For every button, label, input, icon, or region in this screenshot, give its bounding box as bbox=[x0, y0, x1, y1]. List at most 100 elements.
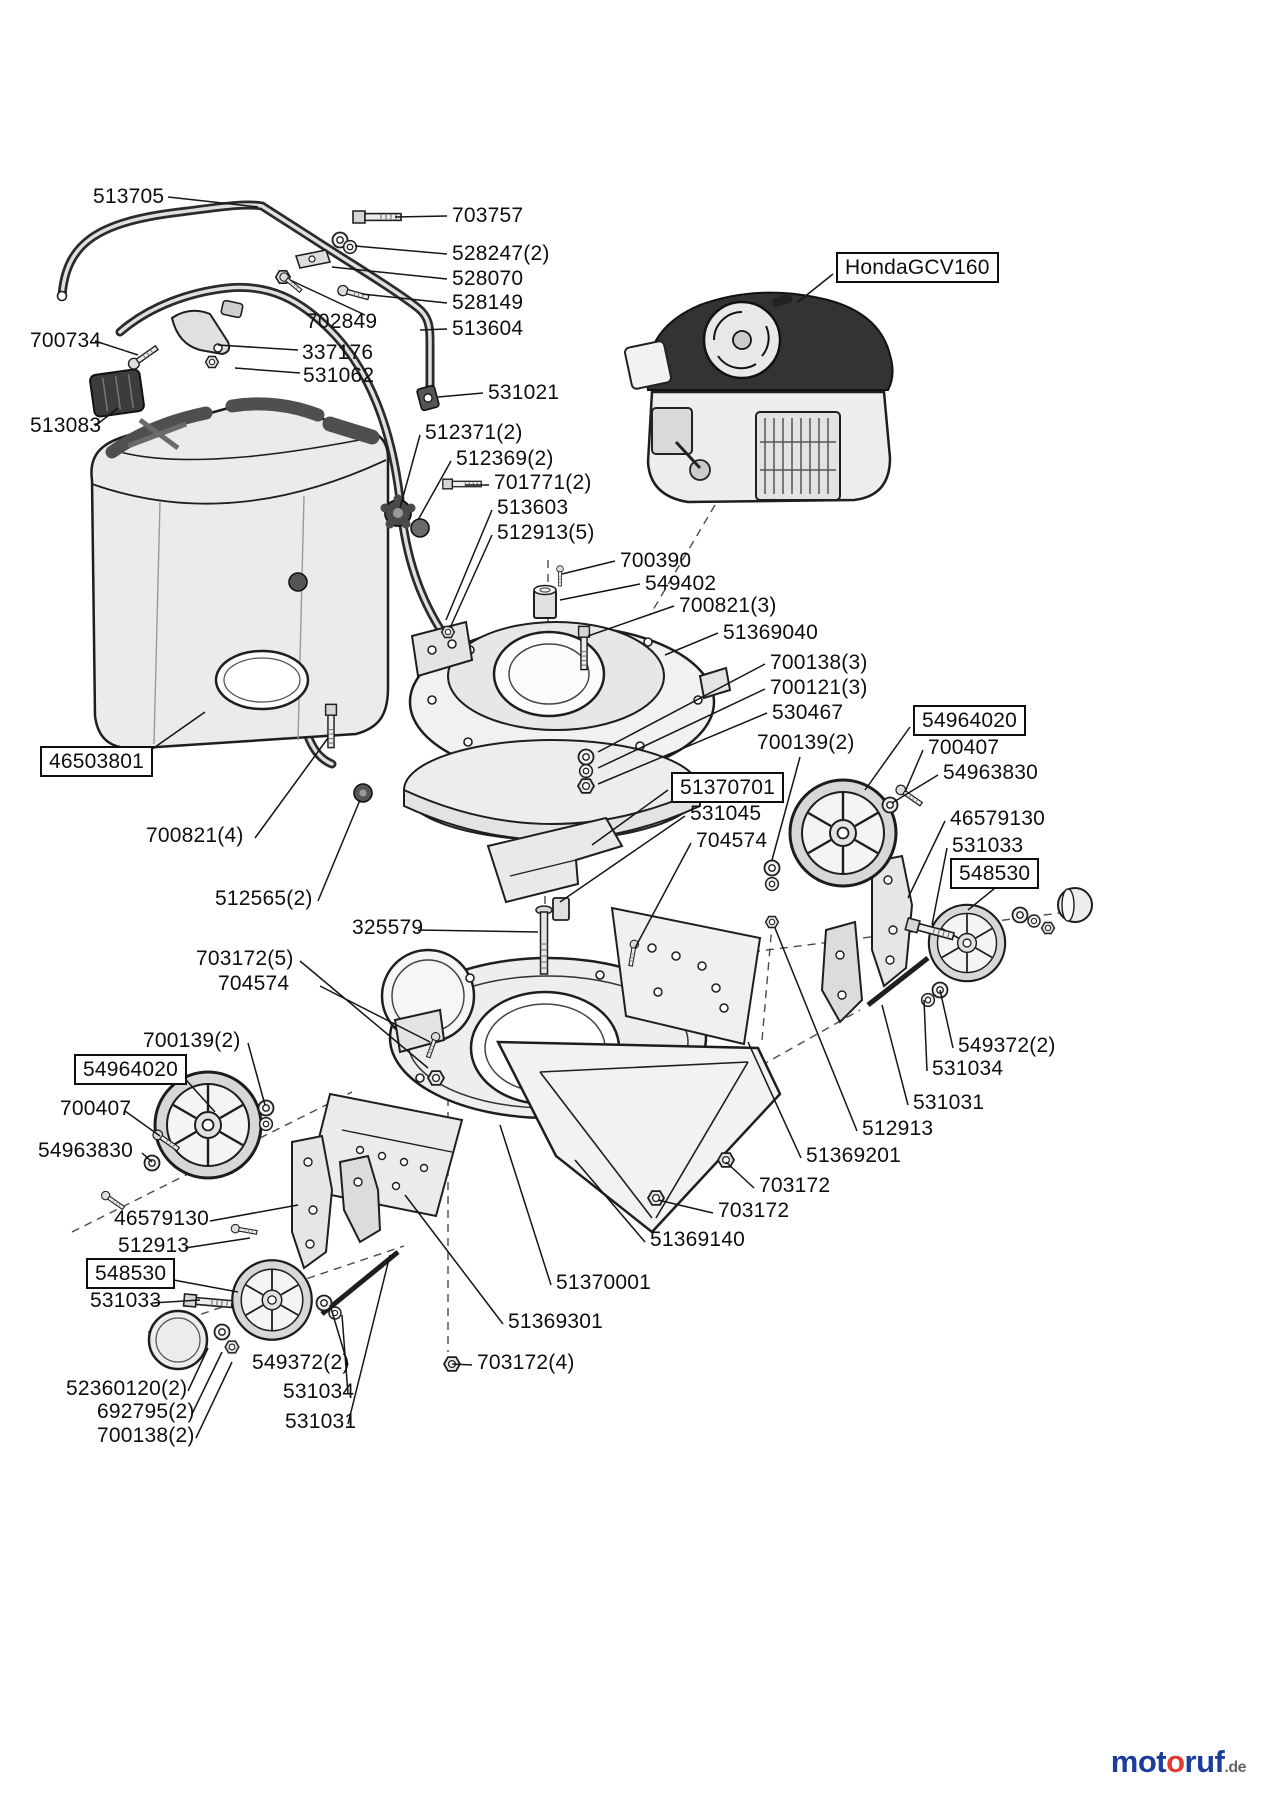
wheel-bracket-left bbox=[291, 1134, 400, 1316]
part-label: 52360120(2) bbox=[66, 1377, 188, 1400]
part-label: 512369(2) bbox=[456, 447, 554, 470]
brand-watermark: motoruf.de bbox=[1110, 1744, 1247, 1780]
axle-rod-left bbox=[320, 1250, 400, 1316]
part-label: 531034 bbox=[932, 1057, 1004, 1080]
bag-strap bbox=[225, 397, 325, 422]
part-label: 703172(5) bbox=[196, 947, 294, 970]
part-label: 531034 bbox=[283, 1380, 355, 1403]
part-label: 54964020 bbox=[74, 1054, 188, 1085]
brand-text: ruf bbox=[1184, 1744, 1225, 1779]
part-label: 700139(2) bbox=[757, 731, 855, 754]
mounting-plate bbox=[610, 906, 762, 1046]
brand-accent-letter: o bbox=[1166, 1744, 1185, 1779]
part-label: 700138(2) bbox=[97, 1424, 195, 1447]
spacer-531045 bbox=[552, 897, 570, 921]
part-label: 549372(2) bbox=[252, 1351, 350, 1374]
part-label: 513705 bbox=[93, 185, 165, 208]
part-label: 704574 bbox=[696, 829, 768, 852]
handle-grip bbox=[89, 368, 145, 418]
carburetor bbox=[689, 459, 711, 481]
part-label: 531033 bbox=[90, 1289, 162, 1312]
wheel-front-right bbox=[927, 903, 1007, 983]
grass-bag bbox=[90, 397, 390, 750]
part-label: 512565(2) bbox=[215, 887, 313, 910]
part-label: 51370701 bbox=[671, 772, 785, 803]
spacer-549402 bbox=[533, 584, 557, 619]
part-label: 700139(2) bbox=[143, 1029, 241, 1052]
part-label: 54963830 bbox=[943, 761, 1039, 784]
part-label: 704574 bbox=[218, 972, 290, 995]
hardware bbox=[99, 210, 1093, 1372]
part-label: 54963830 bbox=[38, 1139, 134, 1162]
part-label: 512913 bbox=[118, 1234, 190, 1257]
leader-lines bbox=[94, 196, 1001, 1439]
engine bbox=[624, 291, 894, 504]
long-bolt-325579 bbox=[535, 905, 553, 975]
part-label: 513603 bbox=[497, 496, 569, 519]
part-label: 702849 bbox=[306, 310, 378, 333]
part-label: 692795(2) bbox=[97, 1400, 195, 1423]
tube-end-cap bbox=[56, 290, 68, 302]
part-label: 700390 bbox=[620, 549, 692, 572]
part-label: 700821(3) bbox=[679, 594, 777, 617]
part-label: HondaGCV160 bbox=[836, 252, 999, 283]
part-label: 512371(2) bbox=[425, 421, 523, 444]
part-label: 325579 bbox=[352, 916, 424, 939]
wheel-rear-right bbox=[788, 778, 898, 888]
air-filter bbox=[651, 407, 693, 455]
part-label: 531031 bbox=[913, 1091, 985, 1114]
cover-disc bbox=[147, 1309, 209, 1371]
wheel-front-left bbox=[231, 1259, 313, 1341]
part-label: 531033 bbox=[952, 834, 1024, 857]
fuel-tank bbox=[624, 340, 672, 390]
part-label: 701771(2) bbox=[494, 471, 592, 494]
muffler-grille bbox=[755, 411, 841, 501]
axle-rod-right bbox=[866, 956, 930, 1007]
bag-strap bbox=[322, 416, 380, 445]
part-label: 703172 bbox=[759, 1174, 831, 1197]
upper-deck bbox=[408, 620, 732, 780]
bag-knob bbox=[288, 572, 308, 592]
throttle-lever bbox=[170, 299, 244, 356]
part-label: 549402 bbox=[645, 572, 717, 595]
discharge-chute bbox=[495, 1040, 782, 1234]
bag-opening bbox=[214, 649, 310, 711]
part-label: 46579130 bbox=[114, 1207, 210, 1230]
part-label: 531045 bbox=[690, 802, 762, 825]
part-label: 700121(3) bbox=[770, 676, 868, 699]
part-label: 700734 bbox=[30, 329, 102, 352]
starter-rope-handle bbox=[772, 293, 793, 308]
part-label: 700138(3) bbox=[770, 651, 868, 674]
brand-text: mot bbox=[1110, 1744, 1167, 1779]
part-label: 528149 bbox=[452, 291, 524, 314]
part-label: 548530 bbox=[86, 1258, 176, 1289]
part-label: 54964020 bbox=[913, 705, 1027, 736]
part-label: 337176 bbox=[302, 341, 374, 364]
part-label: 530467 bbox=[772, 701, 844, 724]
part-label: 549372(2) bbox=[958, 1034, 1056, 1057]
brand-domain: .de bbox=[1224, 1759, 1246, 1776]
part-label: 700821(4) bbox=[146, 824, 244, 847]
part-label: 528247(2) bbox=[452, 242, 550, 265]
part-label: 51369140 bbox=[650, 1228, 746, 1251]
part-label: 51370001 bbox=[556, 1271, 652, 1294]
wheel-bracket-right bbox=[820, 854, 930, 1024]
bag-strap bbox=[105, 406, 213, 459]
part-label: 531021 bbox=[488, 381, 560, 404]
star-knob bbox=[380, 494, 430, 538]
part-label: 51369201 bbox=[806, 1144, 902, 1167]
part-label: 51369301 bbox=[508, 1310, 604, 1333]
part-label: 528070 bbox=[452, 267, 524, 290]
part-label: 46503801 bbox=[40, 746, 154, 777]
part-label: 513604 bbox=[452, 317, 524, 340]
part-label: 700407 bbox=[60, 1097, 132, 1120]
recoil-starter bbox=[702, 300, 782, 380]
part-label: 531031 bbox=[285, 1410, 357, 1433]
lower-deck-plate bbox=[403, 739, 701, 841]
part-label: 703172(4) bbox=[477, 1351, 575, 1374]
part-label: 512913(5) bbox=[497, 521, 595, 544]
part-label: 531062 bbox=[303, 364, 375, 387]
part-label: 548530 bbox=[950, 858, 1040, 889]
